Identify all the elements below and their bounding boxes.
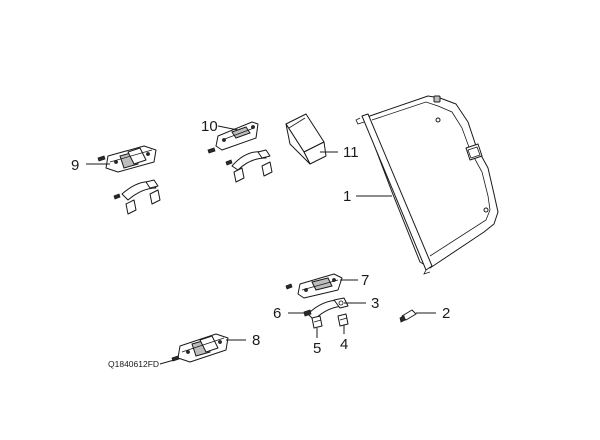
leader-10 — [217, 125, 239, 131]
callout-1: 1 — [343, 188, 351, 205]
part-11-block — [285, 113, 327, 165]
callout-labels: 1 2 3 4 5 6 7 8 9 10 11 Q1840612FD — [71, 118, 450, 369]
callout-8: 8 — [252, 332, 260, 349]
callout-10: 10 — [201, 118, 218, 135]
callout-7: 7 — [361, 272, 369, 289]
part-7-bracket — [285, 273, 343, 299]
part-10-bracket — [207, 121, 259, 154]
part-6-screw — [303, 309, 312, 317]
part-2-fastener — [399, 309, 417, 323]
part-3-grab-handle — [307, 297, 349, 321]
upper-left-grab-handle — [113, 179, 161, 215]
drawing-code: Q1840612FD — [108, 359, 159, 369]
part-1-cargo-cover — [355, 95, 499, 275]
callout-6: 6 — [273, 305, 281, 322]
callout-3: 3 — [371, 295, 379, 312]
callout-5: 5 — [313, 340, 321, 357]
part-5-clip — [311, 315, 323, 329]
upper-grab-handle — [225, 149, 273, 183]
leader-lines — [86, 125, 436, 365]
callout-9: 9 — [71, 157, 79, 174]
part-9-hinge — [97, 145, 157, 173]
part-8-hinge — [171, 333, 229, 363]
callout-2: 2 — [442, 305, 450, 322]
callout-11: 11 — [343, 144, 359, 161]
leader-code — [159, 359, 175, 365]
callout-4: 4 — [340, 336, 348, 353]
part-4-clip — [337, 313, 349, 327]
